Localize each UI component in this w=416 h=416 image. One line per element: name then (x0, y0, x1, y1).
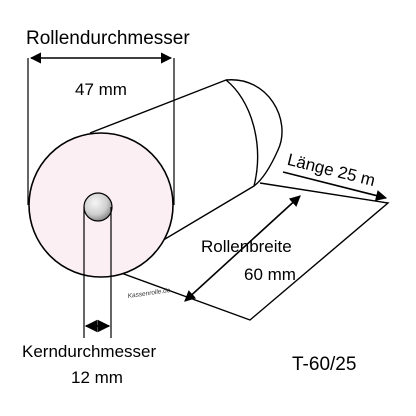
core-hole (83, 192, 113, 222)
length-arrow (282, 171, 388, 201)
width-arrow (184, 195, 301, 302)
roll-diameter-value: 47 mm (75, 80, 127, 99)
roll-body (89, 79, 259, 271)
roll-width-value: 60 mm (244, 265, 296, 284)
roll-width-title: Rollenbreite (201, 237, 292, 256)
core-diameter-value: 12 mm (71, 368, 123, 387)
watermark-text: Kassenrolle.de (127, 287, 171, 300)
roll-far-end (225, 79, 283, 187)
roll-diameter-title: Rollendurchmesser (26, 28, 190, 49)
paper-strip (112, 182, 390, 321)
core-diameter-title: Kerndurchmesser (22, 342, 157, 361)
product-code: T-60/25 (292, 354, 357, 375)
